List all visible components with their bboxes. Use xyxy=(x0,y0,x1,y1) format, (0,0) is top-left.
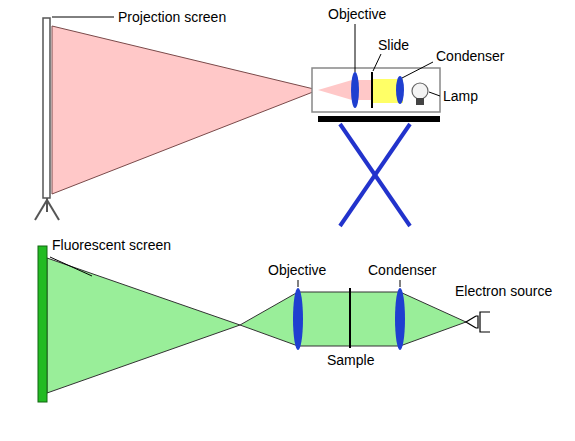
projection-screen xyxy=(43,18,50,198)
projector-stand xyxy=(318,116,440,122)
electron-beam-wedge xyxy=(240,292,298,346)
scissor-legs xyxy=(340,124,410,226)
condenser-lens xyxy=(396,76,404,104)
objective-lens xyxy=(351,72,359,108)
part-label: Slide xyxy=(378,37,409,53)
electron-beam-source-cone xyxy=(400,292,466,346)
slide xyxy=(371,72,373,108)
part-label: Condenser xyxy=(436,48,505,64)
leader-lines xyxy=(50,257,400,287)
objective-lens xyxy=(293,288,303,350)
leader-lines xyxy=(52,17,440,96)
part-label: Projection screen xyxy=(118,9,226,25)
light-cone xyxy=(52,26,318,194)
lamp-bulb xyxy=(412,83,428,99)
lamp-base xyxy=(416,98,424,105)
electron-beam-cone xyxy=(47,258,240,393)
part-label: Fluorescent screen xyxy=(52,237,171,253)
light-in-housing xyxy=(318,80,352,100)
part-label: Condenser xyxy=(368,262,437,278)
part-label: Electron source xyxy=(455,283,552,299)
part-label: Objective xyxy=(328,6,386,22)
part-label: Lamp xyxy=(443,88,478,104)
fluorescent-screen xyxy=(38,246,47,402)
electron-source xyxy=(466,312,490,332)
projector-housing xyxy=(312,68,440,112)
part-label: Sample xyxy=(327,352,374,368)
sample xyxy=(349,288,351,348)
part-label: Objective xyxy=(268,262,326,278)
condenser-lens xyxy=(395,288,405,350)
